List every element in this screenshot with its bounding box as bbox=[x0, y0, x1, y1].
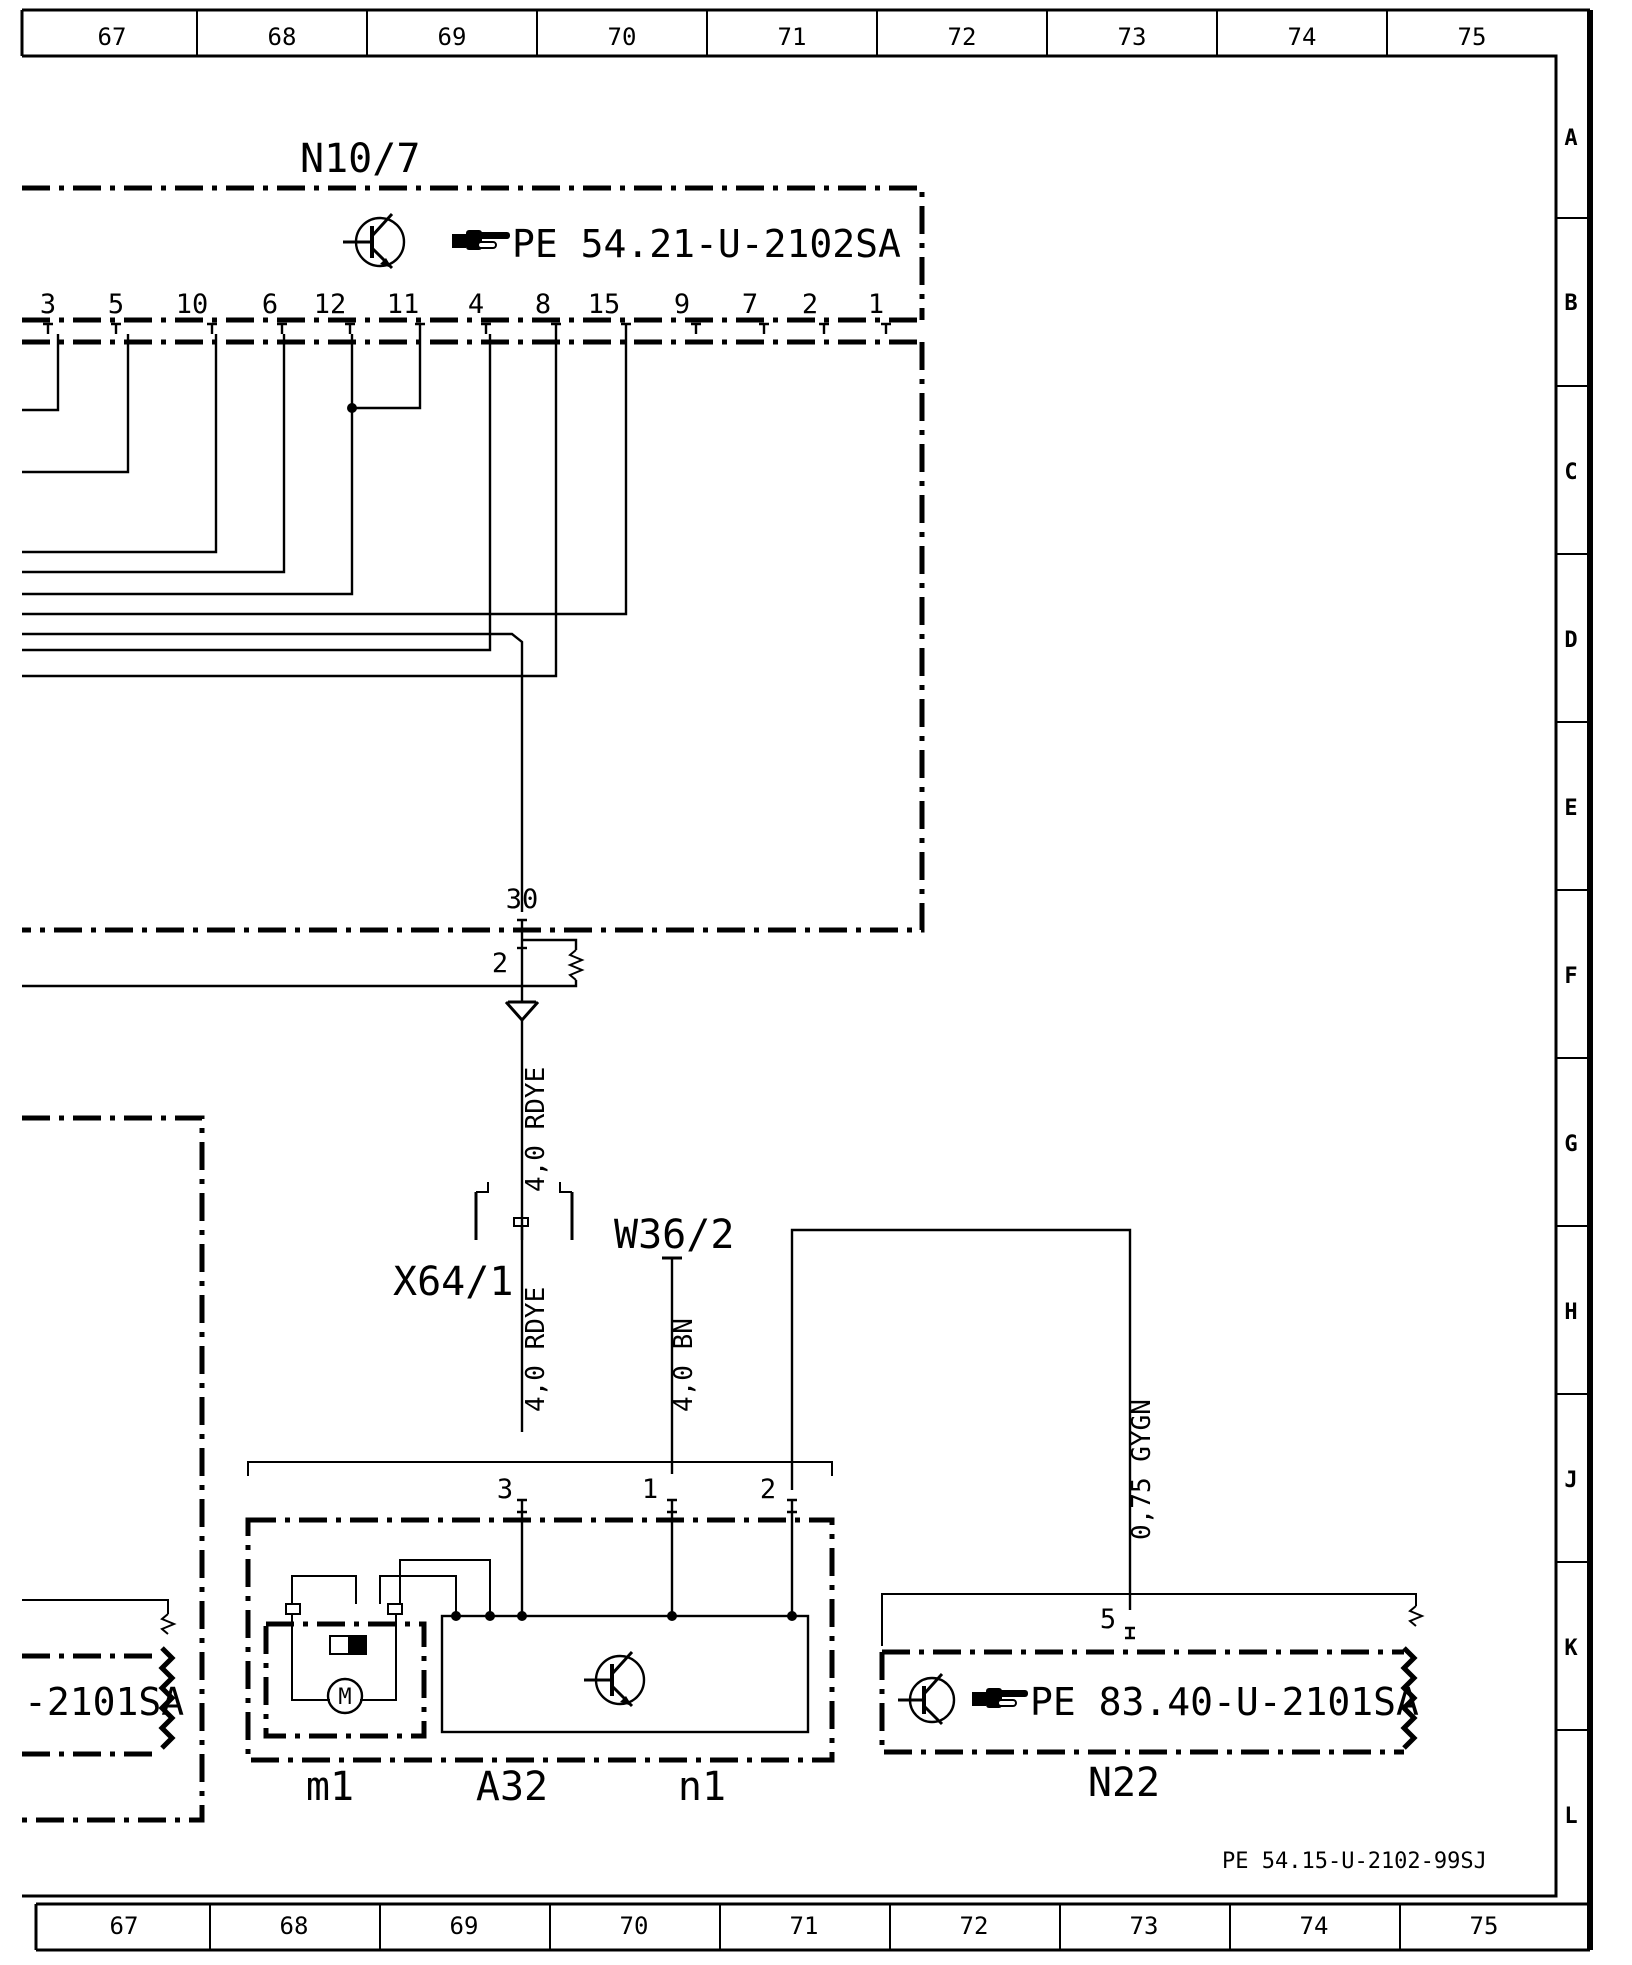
col-label: 68 bbox=[268, 23, 297, 51]
n10-7-label: N10/7 bbox=[300, 136, 420, 182]
shield-icon bbox=[1408, 1605, 1425, 1627]
row-dividers bbox=[1556, 217, 1590, 1731]
pin-label: 15 bbox=[588, 289, 621, 320]
row-label: E bbox=[1564, 796, 1577, 821]
wire-label-rdye-upper: 4,0 RDYE bbox=[521, 1067, 551, 1192]
col-label: 69 bbox=[450, 1912, 479, 1940]
pin-label: 8 bbox=[535, 289, 551, 320]
motor-icon: M bbox=[326, 1677, 364, 1715]
col-label: 68 bbox=[280, 1912, 309, 1940]
row-label: K bbox=[1564, 1636, 1578, 1661]
col-label: 70 bbox=[608, 23, 637, 51]
col-label: 75 bbox=[1458, 23, 1487, 51]
row-label: A bbox=[1564, 126, 1577, 151]
m1-label: m1 bbox=[306, 1764, 354, 1810]
n22-ref: PE 83.40-U-2101SA bbox=[1030, 1680, 1419, 1724]
n10-7-pin-sockets bbox=[43, 322, 891, 334]
a32-pin-label: 2 bbox=[760, 1474, 776, 1505]
junction-dot bbox=[347, 403, 357, 413]
row-label: L bbox=[1564, 1804, 1577, 1829]
pin-label: 3 bbox=[40, 289, 56, 320]
pin-label: 1 bbox=[868, 289, 884, 320]
col-label: 72 bbox=[960, 1912, 989, 1940]
shield-icon bbox=[567, 949, 585, 981]
pin-label: 9 bbox=[674, 289, 690, 320]
pin-label: 12 bbox=[314, 289, 347, 320]
col-label: 72 bbox=[948, 23, 977, 51]
n1-label: n1 bbox=[678, 1764, 726, 1810]
connector-x64-1: X64/1 bbox=[393, 1182, 574, 1432]
pin-label: 6 bbox=[262, 289, 278, 320]
row-label: B bbox=[1564, 291, 1577, 316]
wire-label-rdye-lower: 4,0 RDYE bbox=[521, 1287, 551, 1412]
n10-7-wires bbox=[22, 334, 628, 912]
row-labels: A B C D E F G H J K L bbox=[1564, 126, 1578, 1829]
shield-icon bbox=[160, 1613, 177, 1635]
column-labels-top: 67 68 69 70 71 72 73 74 75 bbox=[98, 23, 1487, 51]
row-label: G bbox=[1564, 1132, 1577, 1157]
component-a32: 3 1 2 bbox=[245, 1461, 835, 1810]
col-label: 73 bbox=[1118, 23, 1147, 51]
ground-icon bbox=[504, 1000, 540, 1023]
x64-1-label: X64/1 bbox=[393, 1259, 513, 1305]
row-label: F bbox=[1564, 964, 1577, 989]
drawing-reference: PE 54.15-U-2102-99SJ bbox=[1222, 1849, 1487, 1874]
component-n22: 5 PE 83.40-U-2101SA N22 bbox=[879, 1593, 1425, 1806]
wire-label-gygn: 0,75 GYGN bbox=[1127, 1399, 1157, 1540]
w36-2-label: W36/2 bbox=[614, 1212, 734, 1258]
wire-gygn bbox=[790, 1228, 1132, 1610]
col-label: 75 bbox=[1470, 1912, 1499, 1940]
column-labels-bottom: 67 68 69 70 71 72 73 74 75 bbox=[110, 1912, 1499, 1940]
transistor-icon bbox=[898, 1672, 956, 1726]
pin-label: 10 bbox=[176, 289, 209, 320]
col-label: 67 bbox=[110, 1912, 139, 1940]
col-label: 67 bbox=[98, 23, 127, 51]
a32-label: A32 bbox=[476, 1764, 548, 1810]
transistor-icon bbox=[343, 212, 406, 270]
pin-label: 2 bbox=[802, 289, 818, 320]
a32-pin-label: 3 bbox=[497, 1474, 513, 1505]
n22-label: N22 bbox=[1088, 1760, 1160, 1806]
pin-label: 5 bbox=[108, 289, 124, 320]
col-label: 74 bbox=[1300, 1912, 1329, 1940]
col-label: 71 bbox=[790, 1912, 819, 1940]
connector-w36-2: W36/2 bbox=[614, 1212, 734, 1474]
left-partial-ref: -2101SA bbox=[24, 1680, 184, 1724]
terminal-2-label: 2 bbox=[492, 948, 508, 979]
col-label: 73 bbox=[1130, 1912, 1159, 1940]
sheet-frame bbox=[20, 8, 1593, 1952]
pointing-hand-icon bbox=[972, 1688, 1028, 1708]
col-label: 71 bbox=[778, 23, 807, 51]
column-dividers bbox=[196, 10, 1401, 1950]
pointing-hand-icon bbox=[452, 230, 510, 250]
col-label: 69 bbox=[438, 23, 467, 51]
component-n10-7: N10/7 PE 54.21-U-2102SA 3 5 10 6 1 bbox=[22, 136, 925, 933]
row-label: D bbox=[1564, 628, 1577, 653]
a32-pin-label: 1 bbox=[642, 1474, 658, 1505]
pin-label: 7 bbox=[742, 289, 758, 320]
col-label: 74 bbox=[1288, 23, 1317, 51]
left-partial-component: -2101SA bbox=[22, 1115, 205, 1823]
row-label: H bbox=[1564, 1300, 1577, 1325]
n22-pin-label: 5 bbox=[1100, 1604, 1116, 1635]
transistor-icon bbox=[584, 1650, 646, 1708]
n10-7-ref: PE 54.21-U-2102SA bbox=[512, 222, 901, 266]
row-label: C bbox=[1564, 460, 1577, 485]
pin-label: 4 bbox=[468, 289, 484, 320]
pin-label: 11 bbox=[387, 289, 420, 320]
motor-symbol: M bbox=[338, 1685, 351, 1710]
terminal-30: 30 2 bbox=[22, 884, 585, 1240]
n10-7-pins: 3 5 10 6 12 11 4 8 15 9 7 2 1 bbox=[40, 289, 884, 320]
row-label: J bbox=[1564, 1468, 1577, 1493]
terminal-30-label: 30 bbox=[506, 884, 539, 915]
wire-label-bn: 4,0 BN bbox=[669, 1318, 699, 1412]
col-label: 70 bbox=[620, 1912, 649, 1940]
